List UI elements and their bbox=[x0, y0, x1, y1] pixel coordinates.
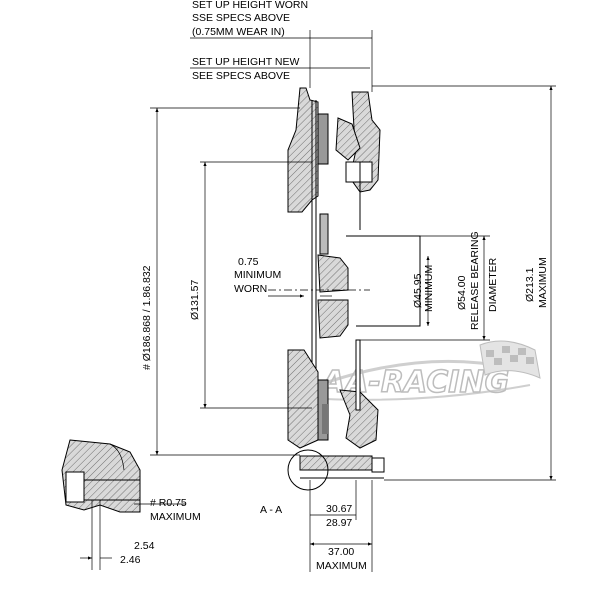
dim-45-label: Ø45.95 bbox=[412, 273, 424, 308]
dim-54-sublabel2: DIAMETER bbox=[487, 257, 499, 312]
dim-186-label: # Ø186.868 / 1.86.832 bbox=[141, 265, 153, 370]
checkered-flag-icon bbox=[479, 340, 541, 379]
clutch-hub bbox=[268, 235, 421, 339]
dim-54-sublabel1: RELEASE BEARING bbox=[469, 231, 481, 330]
clutch-section-lower bbox=[287, 339, 385, 491]
setup-new-line2: SEE SPECS ABOVE bbox=[192, 70, 290, 82]
r075-sublabel: MAXIMUM bbox=[150, 511, 201, 523]
dim-45-sublabel: MINIMUM bbox=[423, 265, 435, 312]
dim-37-label: 37.00 bbox=[328, 546, 354, 558]
annotation-labels: SET UP HEIGHT WORN SSE SPECS ABOVE (0.75… bbox=[120, 0, 549, 572]
section-a-label: A - A bbox=[260, 504, 282, 516]
dim-2897-label: 28.97 bbox=[326, 517, 352, 529]
detail-view-a bbox=[61, 439, 186, 570]
dim-213-sublabel: MAXIMUM bbox=[537, 257, 549, 308]
setup-new-line1: SET UP HEIGHT NEW bbox=[192, 56, 299, 68]
setup-worn-line3: (0.75MM WEAR IN) bbox=[192, 26, 285, 38]
min-worn-label1: MINIMUM bbox=[234, 269, 281, 281]
dim-3067-label: 30.67 bbox=[326, 503, 352, 515]
dim-254-label: 2.54 bbox=[134, 540, 155, 552]
dimension-lines bbox=[80, 30, 556, 572]
dim-213-label: Ø213.1 bbox=[524, 267, 536, 302]
setup-worn-line2: SSE SPECS ABOVE bbox=[192, 12, 290, 24]
min-worn-value: 0.75 bbox=[238, 256, 259, 268]
setup-worn-line1: SET UP HEIGHT WORN bbox=[192, 0, 308, 11]
clutch-section-upper bbox=[287, 87, 381, 440]
dim-37-sublabel: MAXIMUM bbox=[316, 560, 367, 572]
min-worn-label2: WORN bbox=[234, 283, 267, 295]
r075-label: # R0.75 bbox=[150, 497, 187, 509]
dim-131-label: Ø131.57 bbox=[189, 280, 201, 320]
aa-racing-logo: AA-RACING bbox=[299, 340, 541, 401]
dim-54-label: Ø54.00 bbox=[456, 275, 468, 310]
detail-a-circle bbox=[287, 449, 329, 491]
dim-246-label: 2.46 bbox=[120, 554, 141, 566]
